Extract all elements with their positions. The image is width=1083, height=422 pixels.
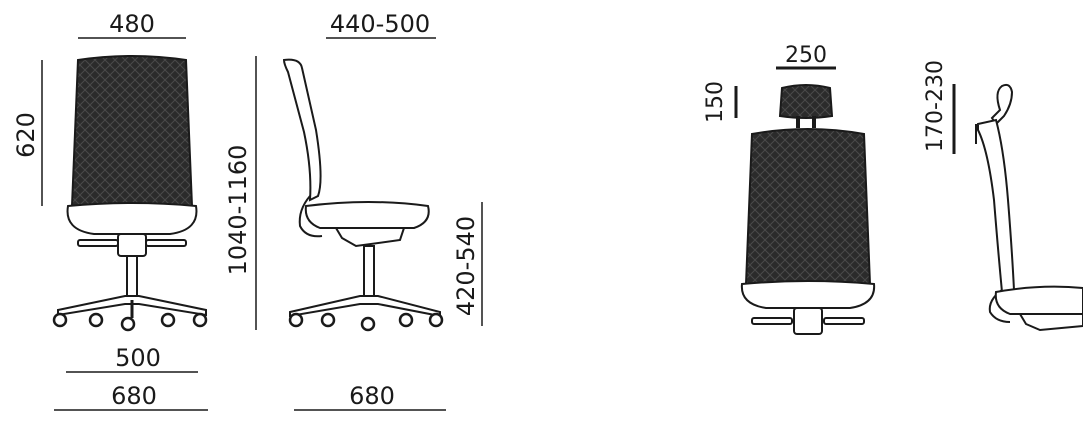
label-seat-height: 420-540 (452, 216, 480, 316)
headrest-side-view-chair (975, 83, 1083, 332)
front-casters (52, 312, 208, 332)
side-gas-lift (363, 245, 375, 301)
front-base (57, 295, 207, 317)
headrest-side-seat (994, 285, 1083, 315)
dimension-lines (41, 37, 956, 411)
side-mechanism (334, 227, 406, 248)
headrest-chair-seat (740, 280, 876, 309)
label-side-base: 680 (349, 382, 395, 410)
front-view-chair (52, 55, 208, 332)
front-seat (66, 202, 198, 235)
side-view-chair (282, 58, 444, 332)
front-gas-lift (126, 255, 138, 301)
headrest-side-backrest (977, 118, 1016, 294)
label-overall-height: 1040-1160 (224, 145, 252, 276)
front-mechanism (117, 233, 147, 257)
label-front-base: 680 (111, 382, 157, 410)
front-armrest-left (77, 239, 119, 247)
headrest-side (990, 83, 1014, 126)
side-backrest (282, 58, 322, 202)
side-seat-frame (298, 195, 323, 238)
headrest-chair-backrest (744, 128, 872, 288)
label-back-height: 620 (12, 112, 40, 158)
label-headrest-adjust: 170-230 (923, 60, 948, 152)
front-armrest-right (145, 239, 187, 247)
headrest-front (778, 84, 834, 119)
label-armrest-span: 500 (115, 344, 161, 372)
label-side-depth: 440-500 (330, 10, 430, 38)
front-backrest (70, 55, 194, 210)
label-headrest-height: 150 (703, 81, 728, 123)
headrest-front-view-chair (740, 84, 876, 335)
side-casters (288, 312, 444, 332)
label-headrest-width: 250 (785, 43, 827, 68)
side-base (289, 295, 441, 318)
label-front-width: 480 (109, 10, 155, 38)
side-seat (304, 201, 430, 229)
